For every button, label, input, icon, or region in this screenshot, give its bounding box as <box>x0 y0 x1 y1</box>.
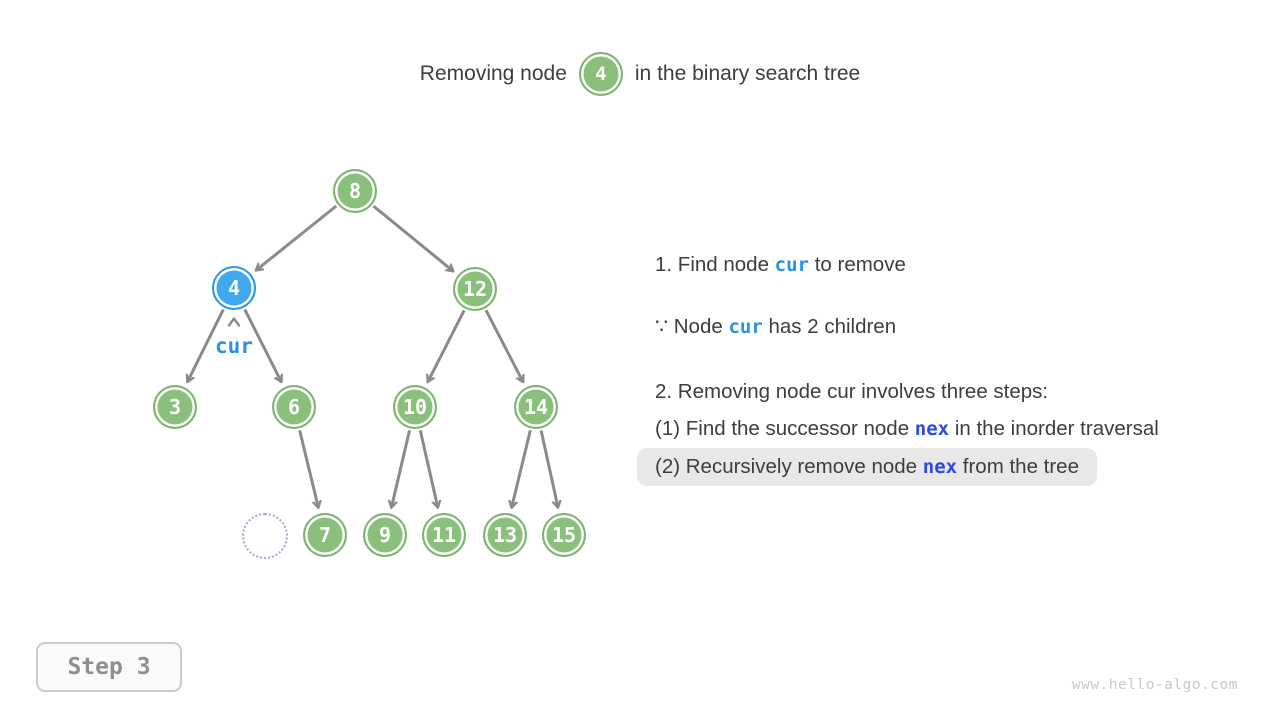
tree-edge-10-11 <box>418 430 438 507</box>
note-line-1: 1. Find node cur to remove <box>637 251 906 279</box>
note-text: (2) Recursively remove node <box>655 455 923 478</box>
code-nex: nex <box>922 456 958 478</box>
tree-node-10: 10 <box>393 385 437 429</box>
highlighted-step: (2) Recursively remove node nex from the… <box>637 448 1097 486</box>
note-text: (1) Find the successor node <box>655 417 915 440</box>
code-cur: cur <box>728 316 763 338</box>
note-line-2: ∵ Node cur has 2 children <box>637 313 896 341</box>
tree-edge-4-3 <box>187 308 225 382</box>
tree-node-8: 8 <box>333 169 377 213</box>
note-line-3: 2. Removing node cur involves three step… <box>637 378 1048 406</box>
note-text: 1. Find node <box>655 253 775 276</box>
tree-node-7: 7 <box>303 513 347 557</box>
title-prefix: Removing node <box>419 62 567 85</box>
ghost-node-placeholder <box>242 513 288 559</box>
tree-node-3: 3 <box>153 385 197 429</box>
tree-edge-8-12 <box>372 205 454 271</box>
title-suffix: in the binary search tree <box>634 62 861 85</box>
tree-node-11: 11 <box>422 513 466 557</box>
tree-edge-14-15 <box>539 430 558 507</box>
cur-pointer-label: cur <box>215 334 253 358</box>
note-line-4: (1) Find the successor node nex in the i… <box>637 415 1159 443</box>
tree-node-6: 6 <box>272 385 316 429</box>
tree-edge-4-6 <box>243 308 282 382</box>
note-text: in the inorder traversal <box>949 417 1159 440</box>
tree-edge-6-7 <box>298 429 319 507</box>
title-node-value: 4 <box>595 63 607 85</box>
note-text: has 2 children <box>762 315 897 338</box>
tree-edge-10-9 <box>391 430 411 507</box>
tree-edge-14-13 <box>512 429 532 507</box>
tree-node-15: 15 <box>542 513 586 557</box>
tree-node-14: 14 <box>514 385 558 429</box>
note-text: ∵ Node <box>655 315 729 338</box>
page-title: Removing node 4 in the binary search tre… <box>0 50 1280 98</box>
code-nex: nex <box>914 418 950 440</box>
cur-pointer-arrow-icon <box>227 317 241 327</box>
note-text: from the tree <box>957 455 1079 478</box>
watermark: www.hello-algo.com <box>1071 677 1238 693</box>
note-text: 2. Removing node cur involves three step… <box>655 380 1049 403</box>
tree-node-9: 9 <box>363 513 407 557</box>
note-line-5: (2) Recursively remove node nex from the… <box>637 448 1097 486</box>
tree-node-13: 13 <box>483 513 527 557</box>
tree-edge-8-4 <box>256 204 338 270</box>
tree-node-4: 4 <box>212 266 256 310</box>
title-node-circle: 4 <box>578 52 623 96</box>
tree-edge-12-10 <box>428 309 466 382</box>
tree-node-12: 12 <box>453 267 497 311</box>
step-badge: Step 3 <box>36 642 182 692</box>
note-text: to remove <box>809 253 906 276</box>
tree-edge-12-14 <box>484 309 523 382</box>
code-cur: cur <box>774 254 809 276</box>
